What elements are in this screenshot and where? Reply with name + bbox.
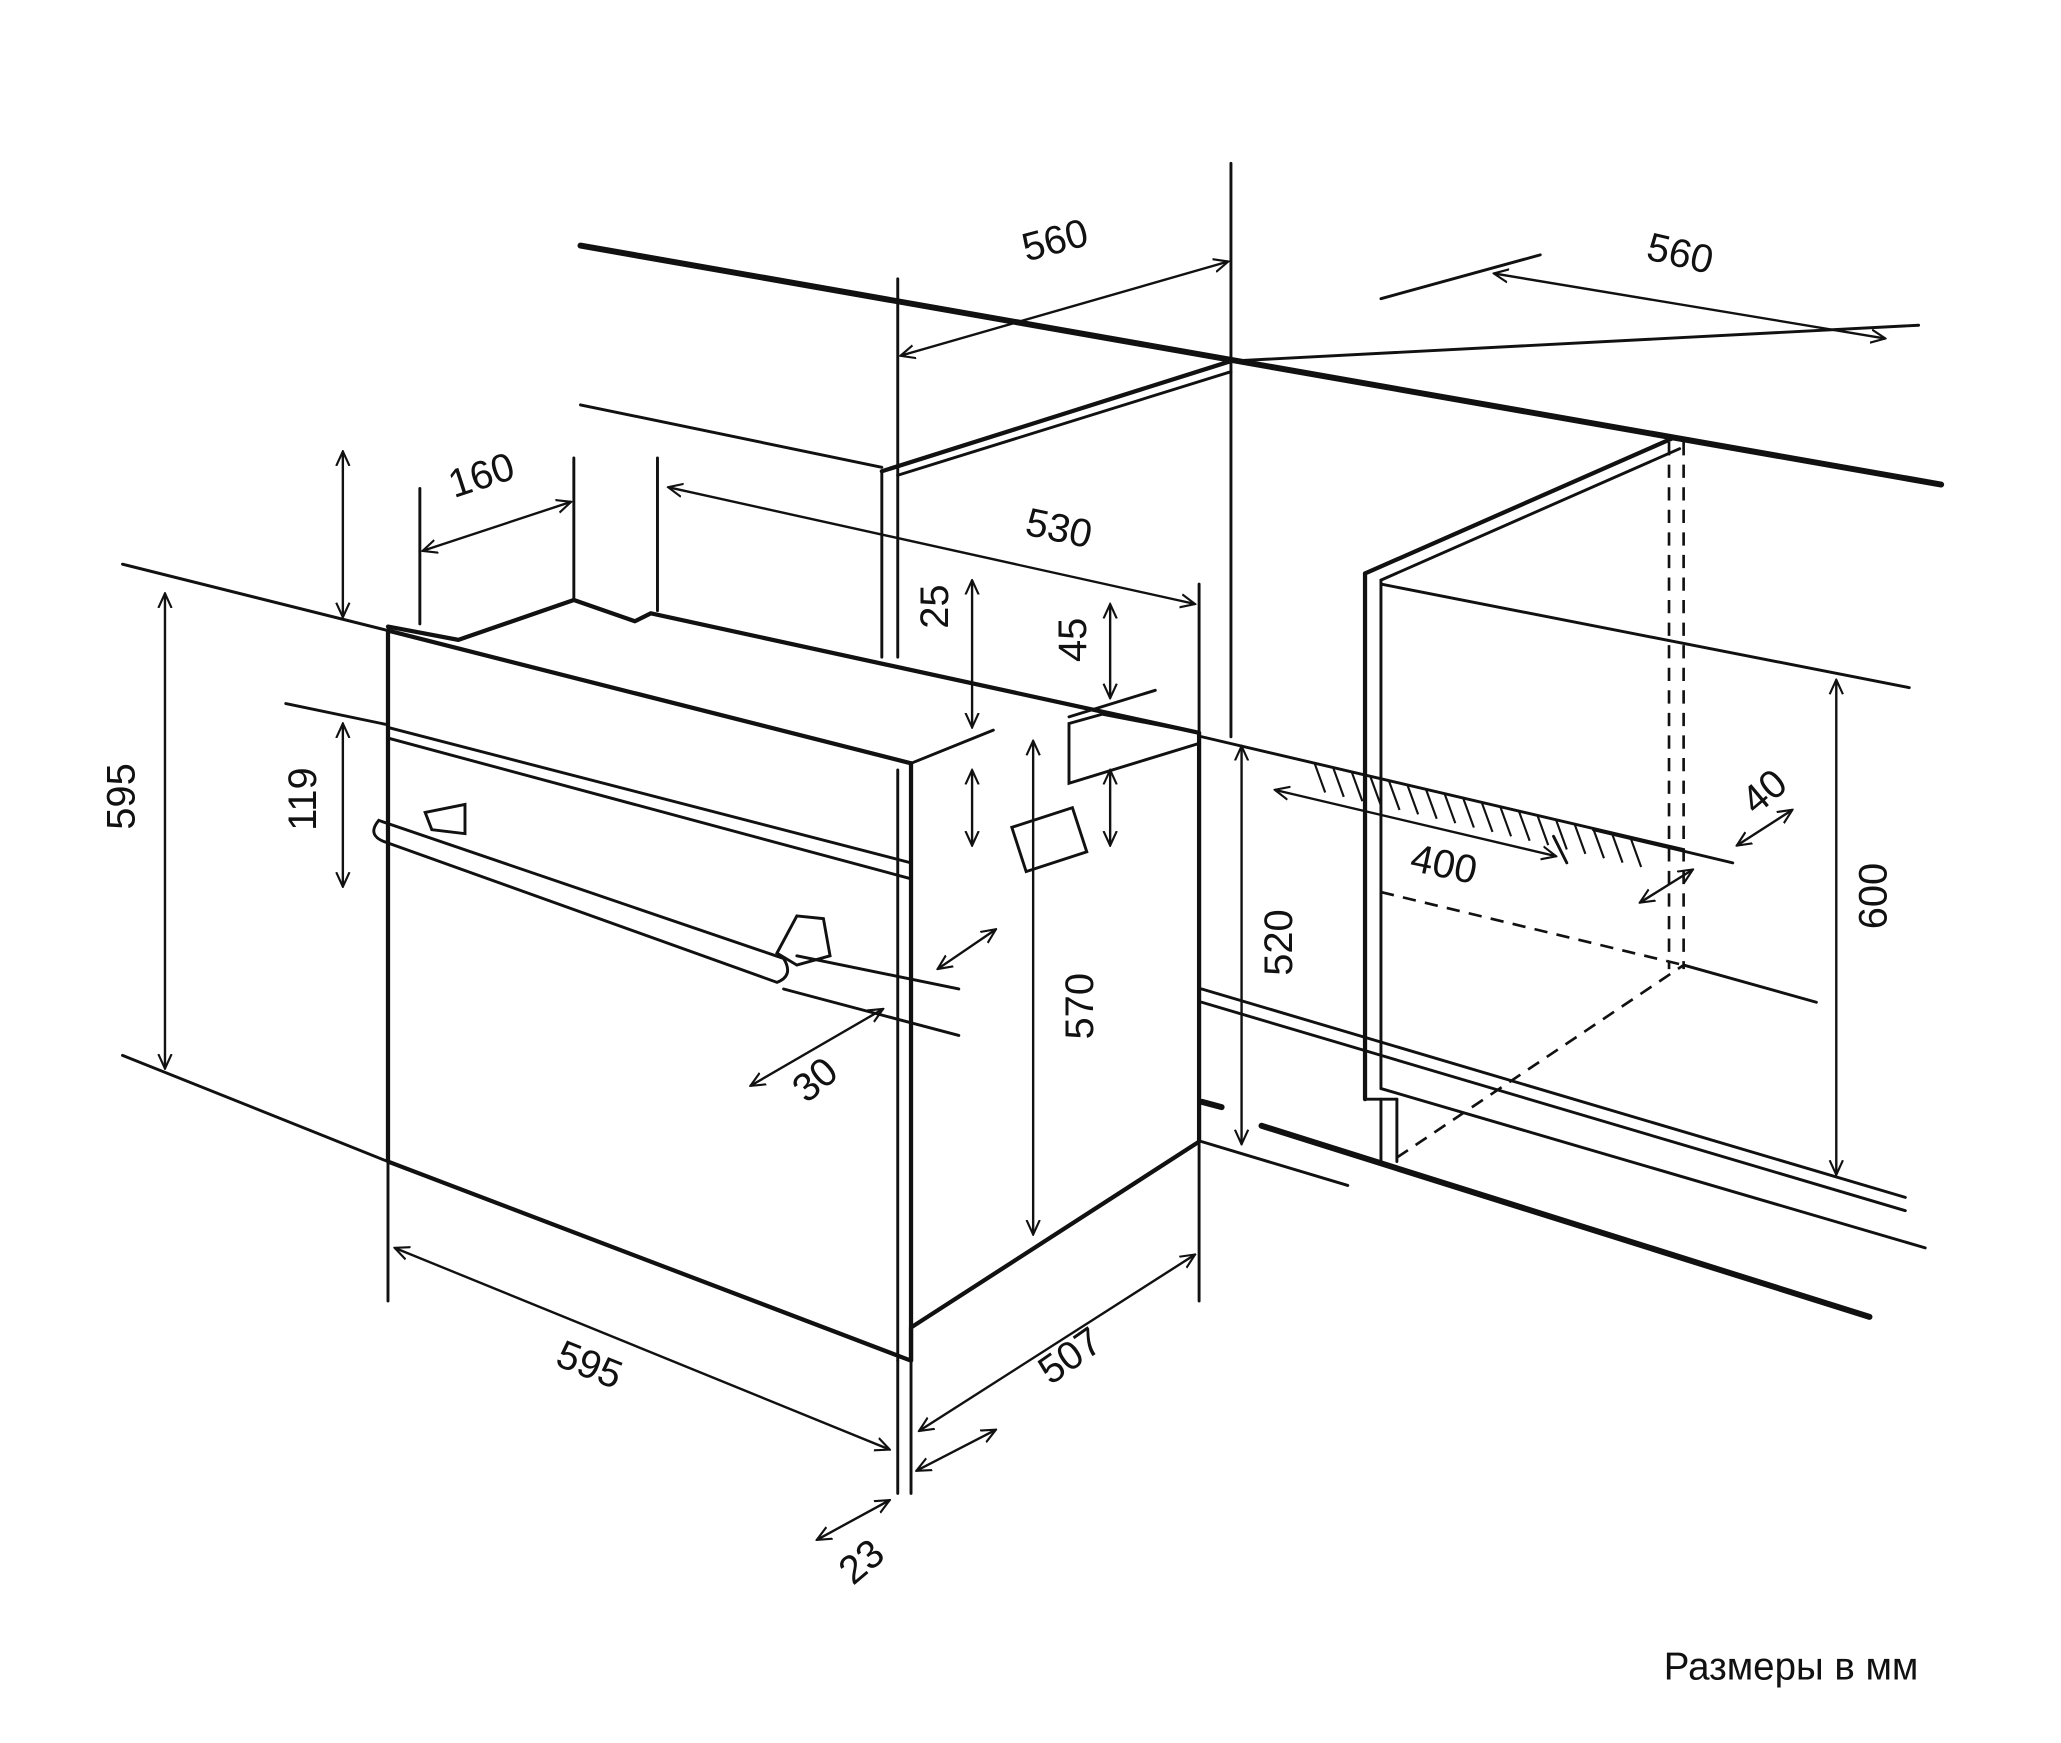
label-vent-width: 400	[1407, 836, 1481, 893]
hatch-stroke	[1536, 815, 1550, 846]
hatch-stroke	[1443, 793, 1457, 824]
hatch-stroke	[1499, 806, 1513, 837]
label-niche-floor-height: 520	[1257, 909, 1301, 975]
dimension-labels: 560 560 160 530 25 45 119 595 520 570 60…	[99, 211, 1895, 1593]
hatch-stroke	[1629, 837, 1643, 868]
label-body-depth: 507	[1030, 1319, 1110, 1393]
hatch-stroke	[1387, 780, 1401, 811]
units-note: Размеры в мм	[1664, 1645, 1919, 1688]
hatch-stroke	[1332, 767, 1345, 798]
label-niche-height: 600	[1852, 863, 1896, 929]
label-panel-step: 25	[913, 585, 957, 629]
label-oven-height: 595	[99, 763, 143, 829]
hatch-stroke	[1592, 828, 1605, 859]
label-cabinet-depth-right: 560	[1643, 225, 1718, 283]
label-body-height: 570	[1058, 973, 1102, 1039]
hatch-stroke	[1518, 811, 1531, 842]
hatch-stroke	[1350, 771, 1364, 802]
label-cabinet-depth-left: 560	[1017, 211, 1093, 271]
hatch-stroke	[1610, 833, 1624, 863]
dimension-lines	[121, 253, 1885, 1540]
hatch-stroke	[1462, 797, 1475, 828]
hatch-stroke	[1313, 762, 1327, 793]
cabinet-outline	[577, 161, 1945, 1320]
label-front-thickness: 23	[831, 1531, 893, 1593]
hatch-stroke	[1573, 824, 1587, 855]
label-side-step: 45	[1051, 618, 1095, 662]
hatch-stroke	[1425, 789, 1438, 820]
label-top-offset: 160	[443, 444, 520, 506]
label-oven-width: 595	[550, 1332, 628, 1398]
label-top-depth: 530	[1022, 500, 1096, 557]
label-panel-height: 119	[281, 767, 325, 830]
hatch-stroke	[1406, 784, 1420, 815]
label-handle-depth: 30	[784, 1049, 846, 1111]
hatch-stroke	[1369, 776, 1382, 807]
hatch-stroke	[1480, 802, 1494, 833]
